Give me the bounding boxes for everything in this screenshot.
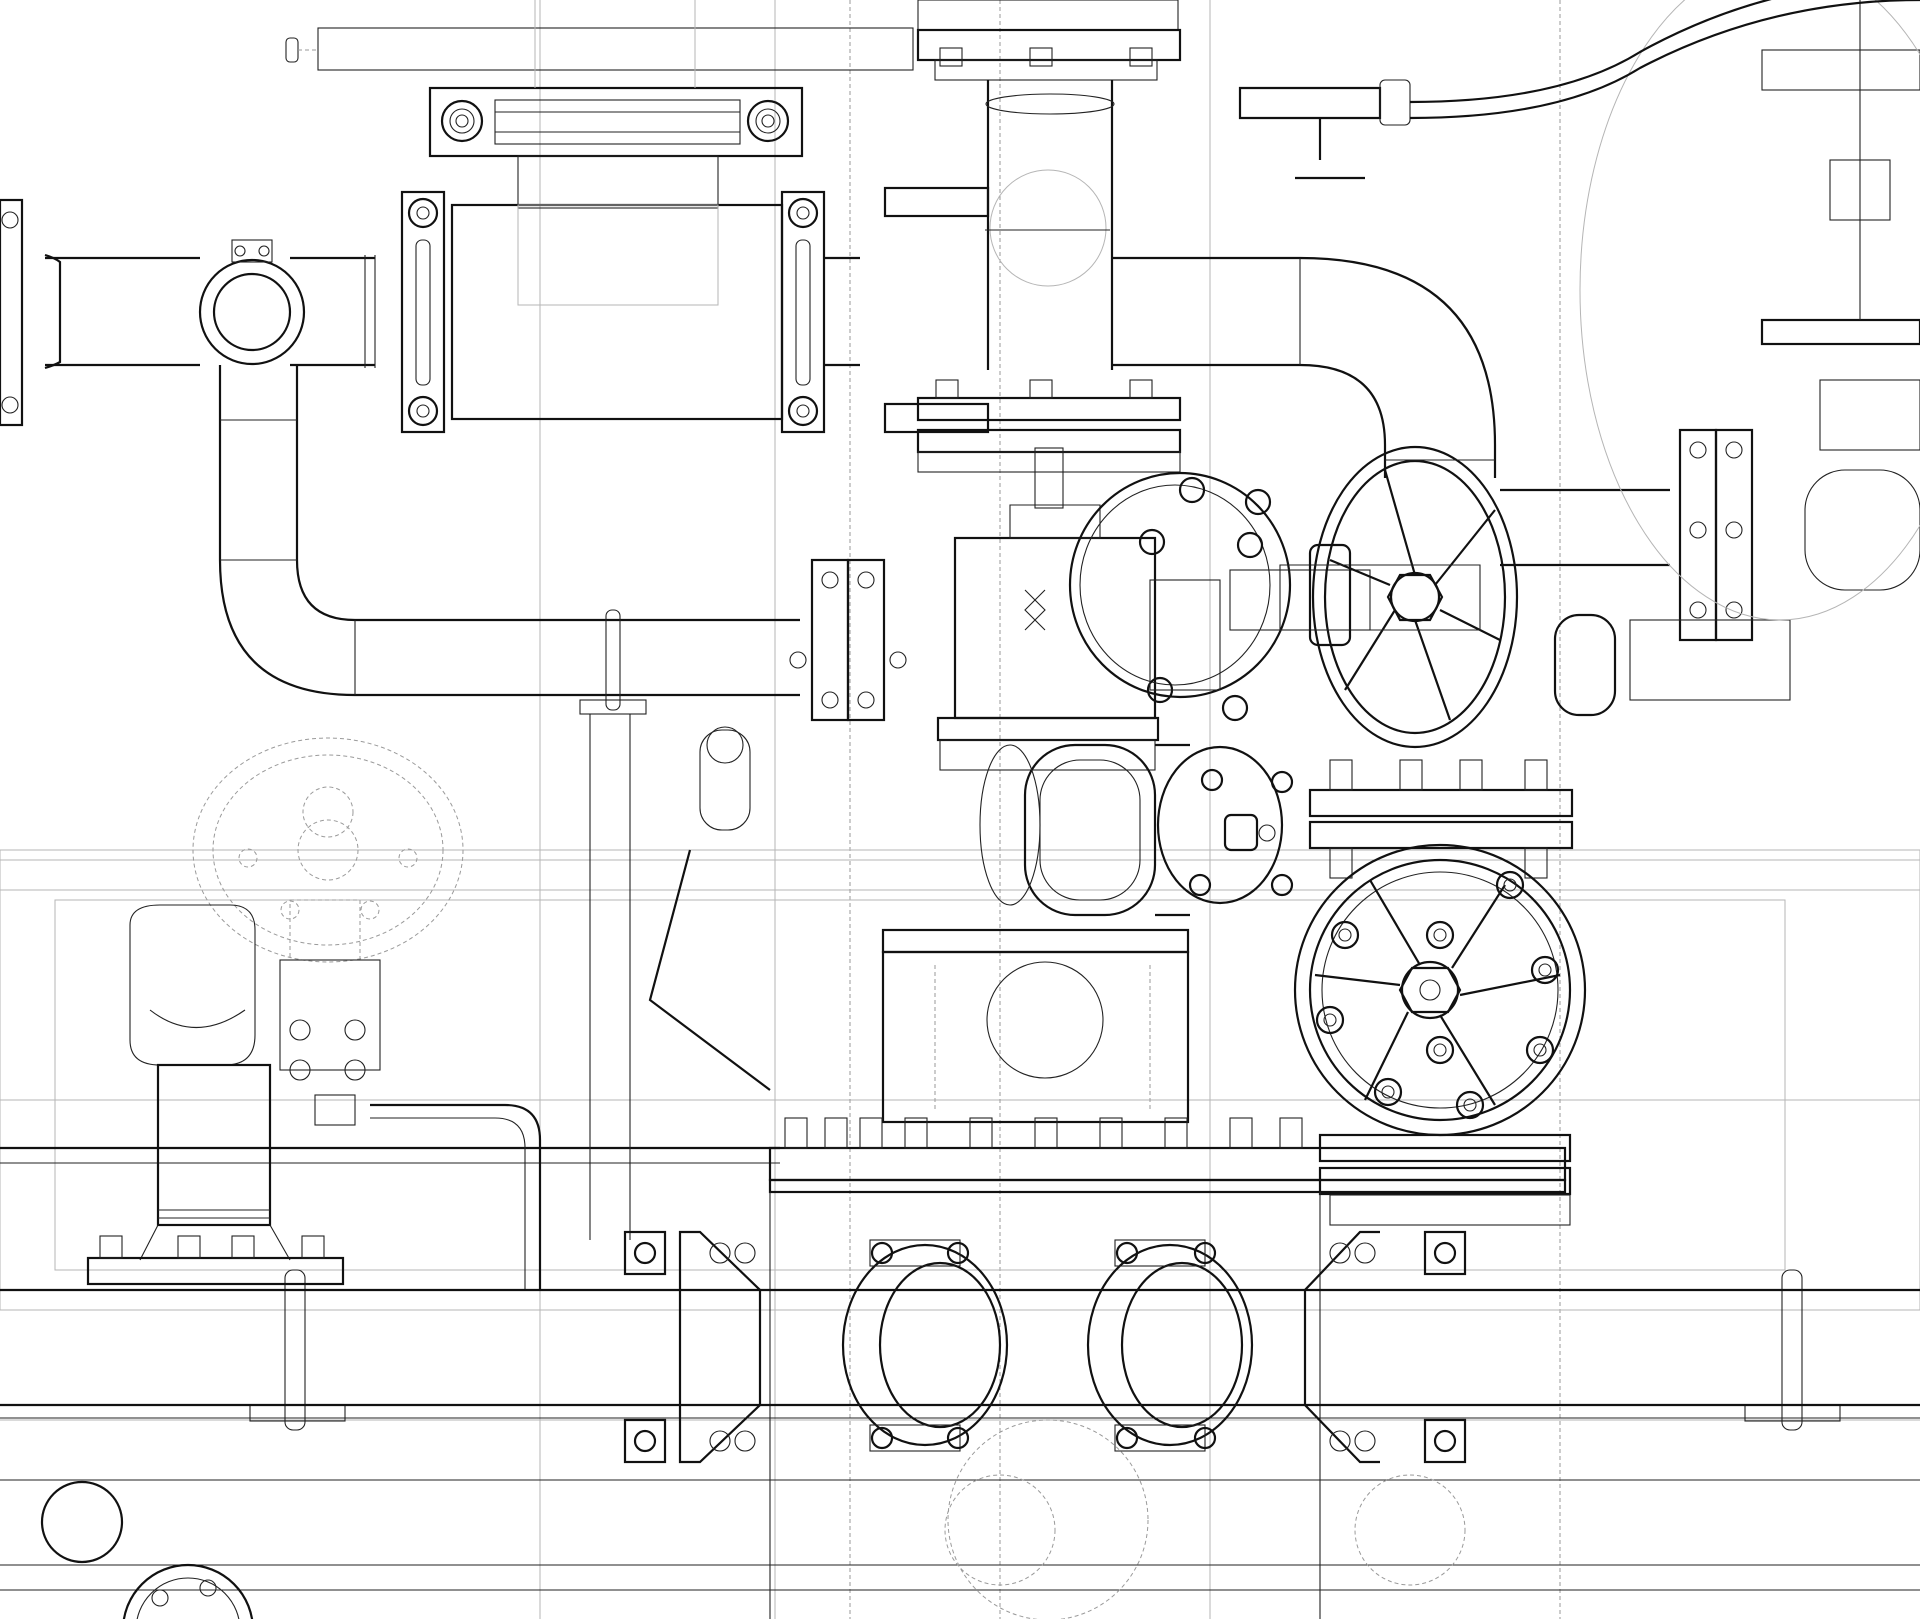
riser-mid-bolts (935, 379, 1153, 399)
inline-filter-cylinder (979, 743, 1294, 917)
pressure-gauge-connection-top (1238, 0, 1920, 180)
manifold-bolts (784, 1117, 1303, 1149)
lower-header-pipe (0, 1288, 1920, 1619)
top-rail-bar (285, 27, 914, 71)
pipe-clamp-4 (1303, 1230, 1467, 1464)
valve-flange-stack-right (1308, 759, 1574, 879)
pump-housing-block (648, 726, 1190, 1124)
manifold-flange-plate (768, 1117, 1572, 1619)
standpipe-base-flange (86, 1063, 345, 1286)
pipe-clamp-3 (1086, 1239, 1254, 1452)
tri-clamp-connector (198, 239, 800, 697)
pipe-clamps-row (623, 1230, 1467, 1619)
large-curved-elbow-right (1112, 256, 1670, 567)
pressure-transmitter-left (129, 904, 542, 1290)
check-valve-bonnet (936, 447, 1371, 771)
gate-valve-handwheel-lower (1293, 843, 1587, 1137)
right-valve-stack (1553, 0, 1920, 717)
pipe-end-flange-left (789, 558, 907, 722)
lower-wheel-bolts (1315, 870, 1560, 1120)
gate-valve-handwheel-upper (1279, 445, 1519, 749)
support-rods (249, 609, 1841, 1431)
vertical-riser-with-flanges (883, 0, 1182, 473)
pipe-clamp-1 (623, 1230, 762, 1464)
sight-glass-flange-assembly (428, 0, 804, 209)
riser-top-bolts (939, 47, 1153, 67)
pipe-clamp-2 (841, 1239, 1009, 1452)
pipe-run-upper-left (0, 190, 860, 434)
